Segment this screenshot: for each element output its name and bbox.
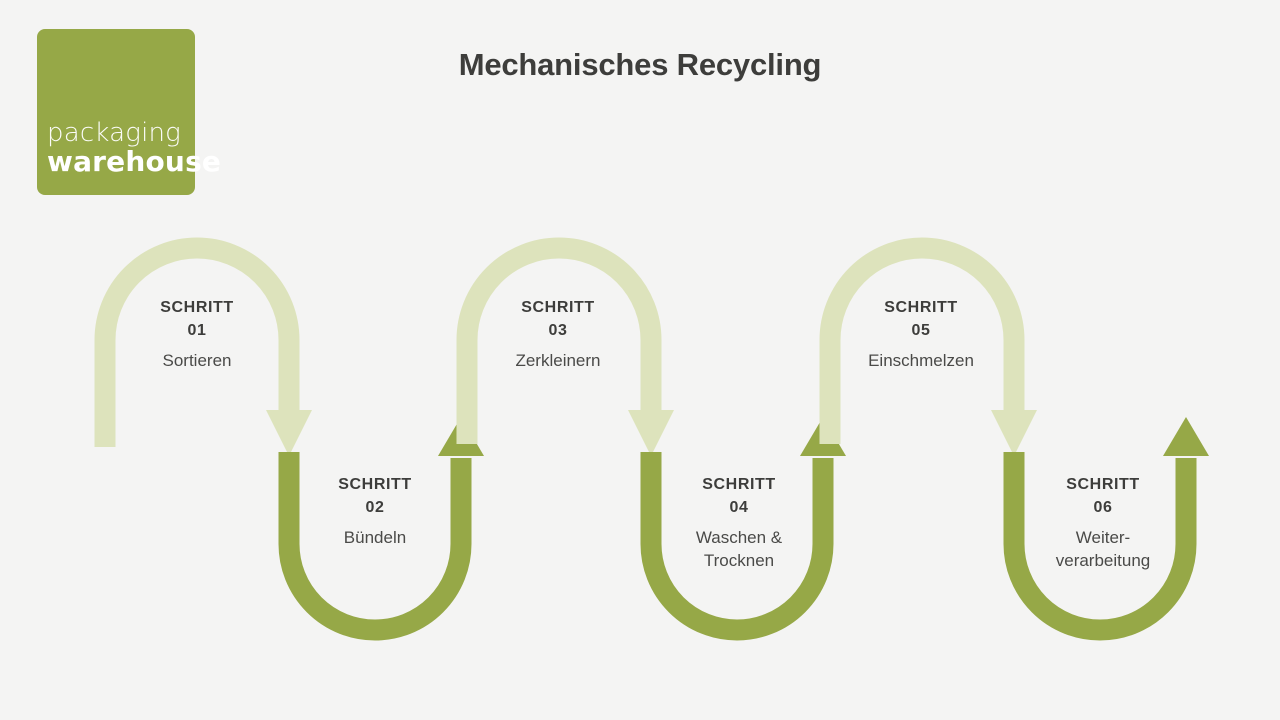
step-name-05: Einschmelzen (826, 350, 1016, 373)
step-label-03: SCHRITT 03 Zerkleinern (463, 297, 653, 373)
step-label-04: SCHRITT 04 Waschen & Trocknen (644, 474, 834, 573)
step-name-line1-04: Waschen & (695, 528, 783, 548)
step-number-03: 03 (548, 321, 568, 339)
step-number-02: 02 (365, 498, 385, 516)
flow-segment-step-05 (819, 237, 1037, 456)
step-name-line1-05: Einschmelzen (868, 351, 974, 371)
step-word-06: SCHRITT (1066, 476, 1140, 493)
step-name-line1-03: Zerkleinern (515, 351, 601, 371)
step-name-line1-06: Weiter- (1075, 528, 1131, 548)
step-word-02: SCHRITT (338, 476, 412, 493)
step-word-03: SCHRITT (521, 299, 595, 316)
step-name-01: Sortieren (102, 350, 292, 373)
step-word-01: SCHRITT (160, 299, 234, 316)
step-label-01: SCHRITT 01 Sortieren (102, 297, 292, 373)
logo-text-warehouse: warehouse (47, 144, 222, 178)
packaging-warehouse-logo: packaging warehouse (37, 29, 222, 195)
step-number-01: 01 (187, 321, 207, 339)
step-name-06: Weiter- verarbeitung (1008, 527, 1198, 573)
step-name-line2-04: Trocknen (703, 551, 775, 571)
flow-segment-step-01 (94, 237, 312, 456)
step-name-line2-06: verarbeitung (1055, 551, 1151, 571)
step-heading-02: SCHRITT 02 (280, 474, 470, 519)
step-label-02: SCHRITT 02 Bündeln (280, 474, 470, 550)
step-word-04: SCHRITT (702, 476, 776, 493)
step-heading-06: SCHRITT 06 (1008, 474, 1198, 519)
step-name-04: Waschen & Trocknen (644, 527, 834, 573)
step-name-02: Bündeln (280, 527, 470, 550)
page-title: Mechanisches Recycling (458, 47, 822, 82)
step-name-03: Zerkleinern (463, 350, 653, 373)
step-label-05: SCHRITT 05 Einschmelzen (826, 297, 1016, 373)
step-number-04: 04 (729, 498, 749, 516)
step-heading-05: SCHRITT 05 (826, 297, 1016, 342)
flow-segment-step-06 (1003, 417, 1209, 641)
flow-segment-step-03 (456, 237, 674, 456)
logo-text-packaging: packaging (47, 117, 181, 148)
step-heading-04: SCHRITT 04 (644, 474, 834, 519)
step-label-06: SCHRITT 06 Weiter- verarbeitung (1008, 474, 1198, 573)
step-number-05: 05 (911, 321, 931, 339)
step-heading-03: SCHRITT 03 (463, 297, 653, 342)
step-name-line1-02: Bündeln (343, 528, 407, 548)
step-heading-01: SCHRITT 01 (102, 297, 292, 342)
step-word-05: SCHRITT (884, 299, 958, 316)
step-number-06: 06 (1093, 498, 1113, 516)
step-name-line1-01: Sortieren (162, 351, 232, 371)
